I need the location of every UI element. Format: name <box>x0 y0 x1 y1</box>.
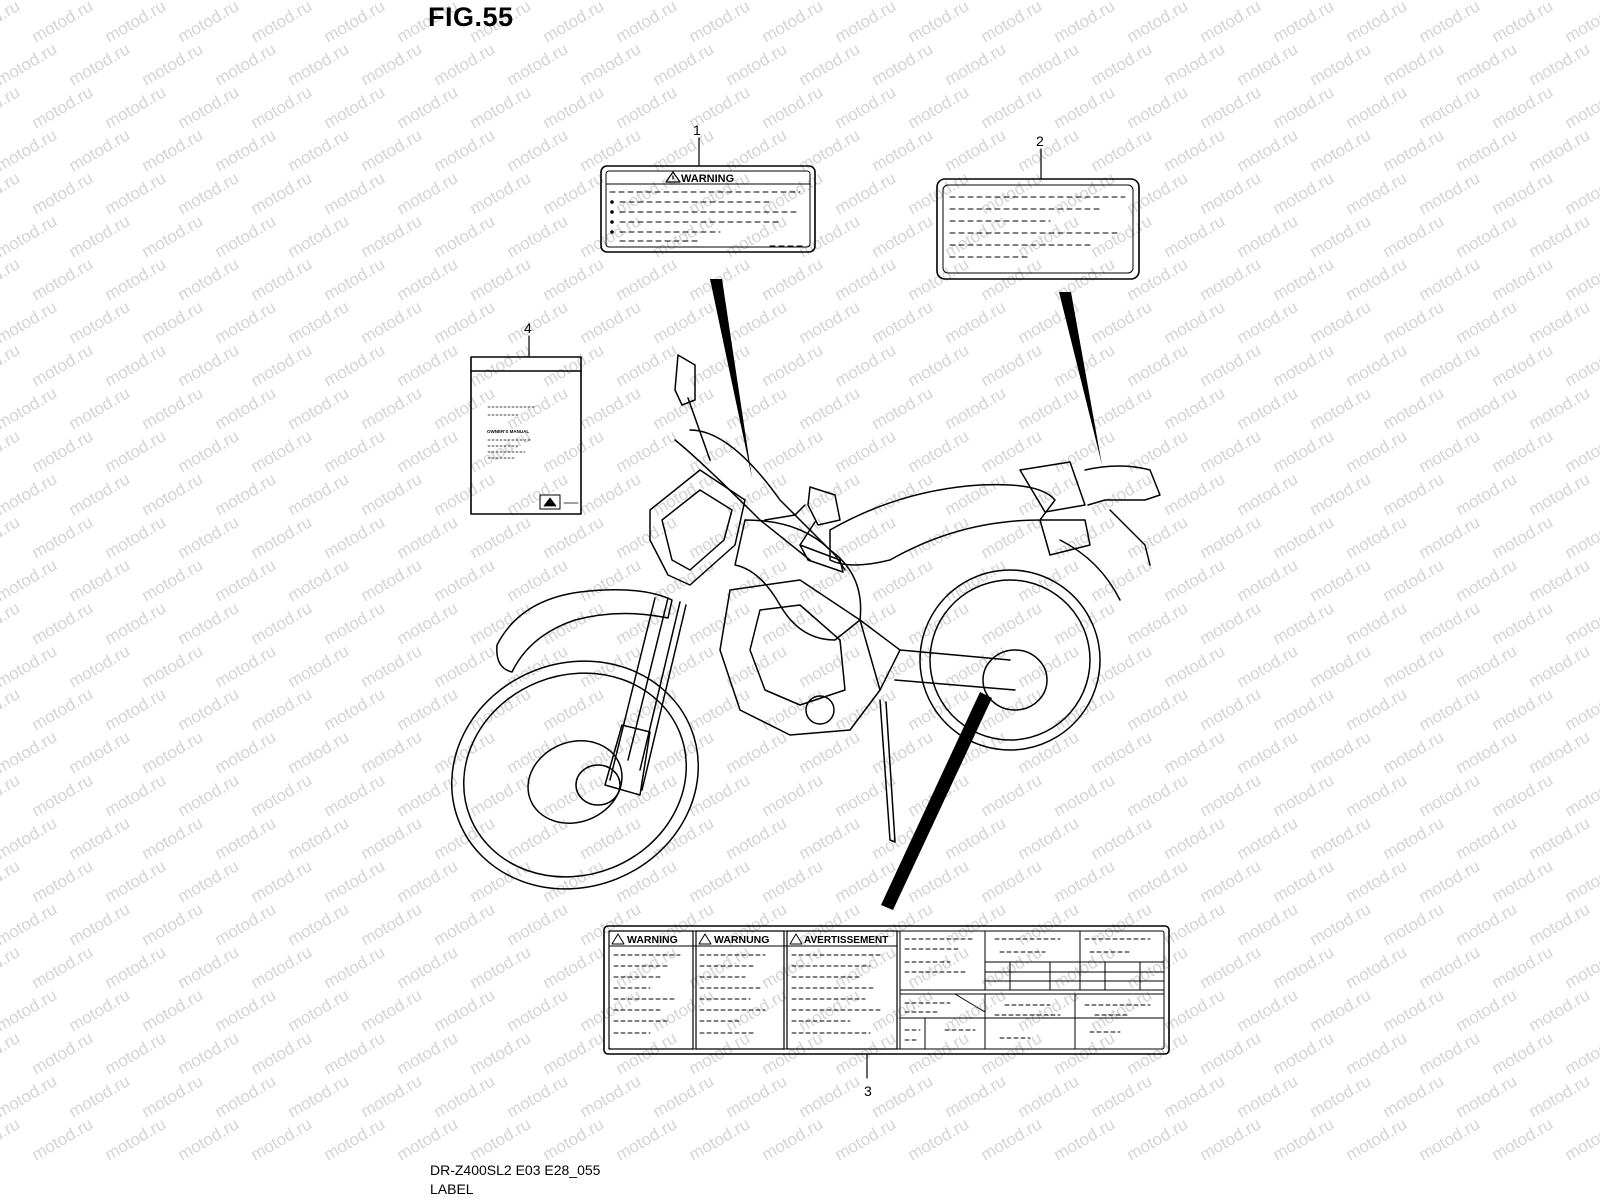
leader-lines <box>528 137 1042 1079</box>
callout-2: 2 <box>1036 133 1044 149</box>
label-3-heading-de: WARNUNG <box>714 934 769 946</box>
label-2-info-sticker <box>936 178 1140 280</box>
label-3-heading-fr: AVERTISSEMENT <box>804 935 888 946</box>
pointer-wedges <box>710 279 1102 910</box>
label-1-heading: WARNING <box>681 173 734 185</box>
figure-title: FIG.55 <box>428 2 514 32</box>
manual-title: OWNER'S MANUAL <box>487 429 529 434</box>
section-caption: LABEL <box>430 1181 474 1197</box>
callout-1: 1 <box>693 122 701 138</box>
label-3-multilingual-sticker <box>603 925 1170 1055</box>
callout-4: 4 <box>524 320 532 336</box>
label-1-warning-sticker <box>600 165 816 253</box>
label-3-heading-en: WARNING <box>627 934 678 946</box>
callout-3: 3 <box>864 1083 872 1099</box>
motorcycle-outline <box>450 354 1161 890</box>
model-code-caption: DR-Z400SL2 E03 E28_055 <box>430 1162 601 1178</box>
label-4-owners-manual <box>470 356 582 515</box>
